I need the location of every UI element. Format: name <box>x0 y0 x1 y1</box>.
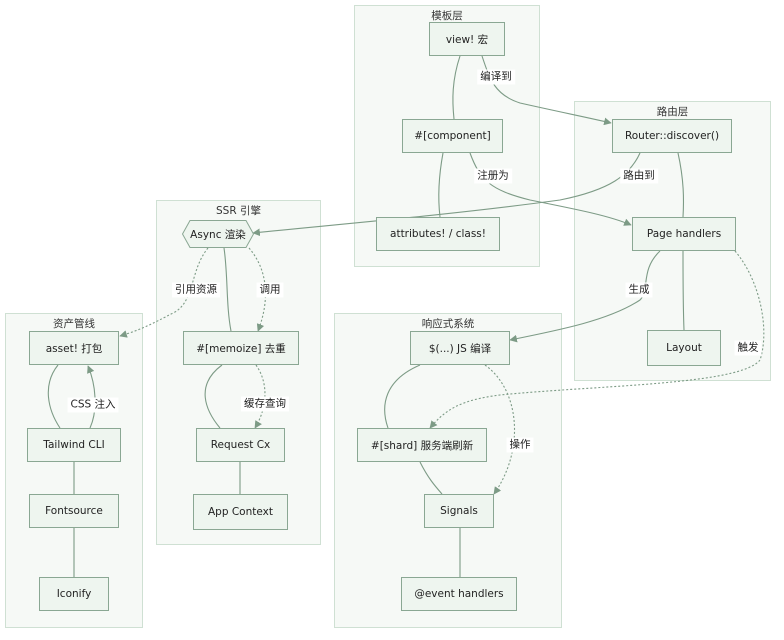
node-asset-bundle[interactable]: asset! 打包 <box>29 331 119 365</box>
edge-label-call: 调用 <box>256 282 284 298</box>
edge-label-operate: 操作 <box>506 437 534 453</box>
node-router-discover[interactable]: Router::discover() <box>612 119 732 153</box>
edge-label-compile-to: 编译到 <box>477 69 515 85</box>
edge-async-memoize <box>223 247 232 332</box>
edge-label-route-to: 路由到 <box>620 168 658 184</box>
node-attributes[interactable]: attributes! / class! <box>376 217 500 251</box>
cluster-reactive: 响应式系统 <box>334 313 562 628</box>
edge-js-shard <box>384 364 421 429</box>
node-event-handlers[interactable]: @event handlers <box>401 577 517 611</box>
cluster-router-title: 路由层 <box>656 106 689 118</box>
node-iconify[interactable]: Iconify <box>39 577 109 611</box>
hexagon-shape <box>182 220 254 248</box>
edge-shard-signals <box>419 461 443 495</box>
cluster-assets-title: 资产管线 <box>53 318 95 330</box>
node-fontsource[interactable]: Fontsource <box>29 494 119 528</box>
edge-label-css-inject: CSS 注入 <box>67 397 119 413</box>
node-shard-refresh[interactable]: #[shard] 服务端刷新 <box>357 428 487 462</box>
cluster-reactive-title: 响应式系统 <box>421 318 475 330</box>
edge-label-ref-resource: 引用资源 <box>172 282 220 298</box>
cluster-ssr-title: SSR 引擎 <box>216 205 261 217</box>
node-async-render[interactable]: Async 渲染 <box>182 220 254 248</box>
cluster-ssr: SSR 引擎 <box>156 200 321 545</box>
node-async-render-label: Async 渲染 <box>190 228 246 241</box>
node-tailwind-cli[interactable]: Tailwind CLI <box>27 428 121 462</box>
edge-memoize-request <box>204 364 223 429</box>
edge-view-discover <box>481 55 612 126</box>
edge-tailwind-asset <box>87 365 96 429</box>
edge-component-page <box>469 152 632 226</box>
edge-label-cache-query: 缓存查询 <box>241 396 289 412</box>
node-layout[interactable]: Layout <box>647 330 721 366</box>
edge-memoize-request-cache <box>254 364 266 429</box>
cluster-template-title: 模板层 <box>431 10 463 22</box>
edge-discover-page <box>677 152 685 218</box>
node-request-cx[interactable]: Request Cx <box>196 428 285 462</box>
edge-label-generate: 生成 <box>625 282 653 298</box>
edge-page-js <box>509 250 661 343</box>
edge-label-register-as: 注册为 <box>474 168 512 184</box>
edge-js-signals <box>484 364 516 495</box>
edge-page-layout <box>682 250 685 331</box>
node-app-context[interactable]: App Context <box>193 494 288 530</box>
node-signals[interactable]: Signals <box>424 494 494 528</box>
edge-view-component <box>452 55 461 120</box>
edge-asset-tailwind <box>47 364 61 429</box>
node-js-compile[interactable]: $(...) JS 编译 <box>410 331 510 365</box>
edge-async-assets <box>119 247 209 338</box>
edge-component-attributes <box>438 152 444 218</box>
node-view-macro[interactable]: view! 宏 <box>429 22 505 56</box>
node-page-handlers[interactable]: Page handlers <box>632 217 736 251</box>
edge-page-shard <box>429 250 765 429</box>
edge-async-memoize-call <box>248 247 267 332</box>
node-memoize[interactable]: #[memoize] 去重 <box>183 331 299 365</box>
node-component[interactable]: #[component] <box>402 119 503 153</box>
edge-label-trigger: 触发 <box>734 340 762 356</box>
